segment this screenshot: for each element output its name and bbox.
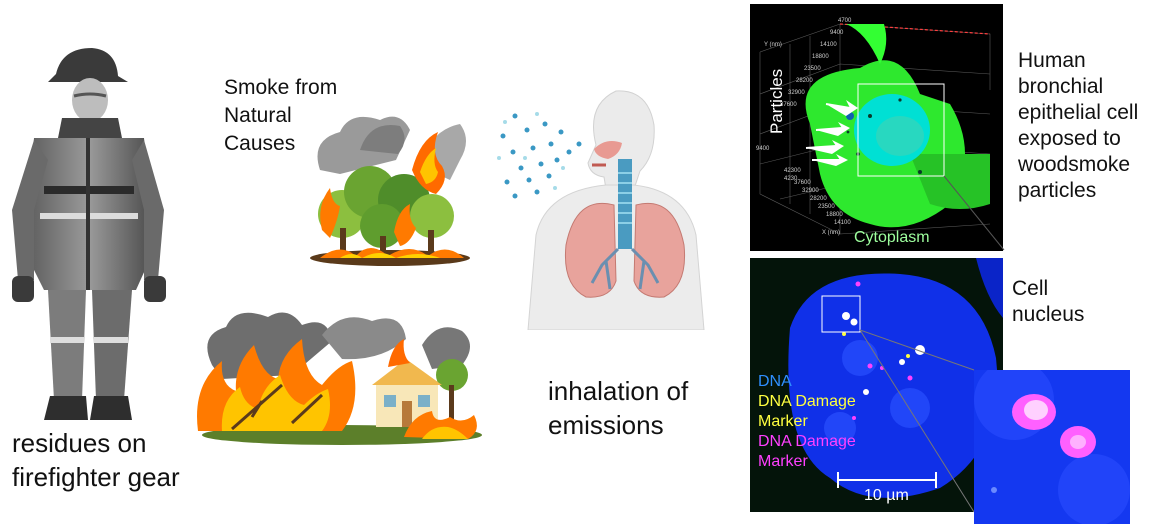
tick-y-2: 9400 <box>830 30 844 36</box>
nucleus-line-1: Cell <box>1012 277 1049 300</box>
tick-x-6: 18800 <box>826 212 843 218</box>
legend-damage-yellow-1: DNA Damage <box>758 393 856 410</box>
bronchial-line-3: epithelial cell <box>1018 101 1139 124</box>
zoom-connector-top <box>943 175 1005 251</box>
cell-nucleus-label: Cell nucleus <box>1012 276 1132 328</box>
tick-x-3: 32900 <box>802 188 819 194</box>
tick-x-2: 37600 <box>794 180 811 186</box>
inhalation-line-2: emissions <box>548 410 664 440</box>
natural-smoke-label: Smoke from Natural Causes <box>224 74 384 158</box>
gear-label-line-1: residues on <box>12 428 147 458</box>
tick-y-4: 18800 <box>812 54 829 60</box>
human-lungs-illustration <box>527 90 705 330</box>
particles-label: Particles <box>767 69 786 134</box>
firefighter-illustration <box>12 48 166 420</box>
cytoplasm-label: Cytoplasm <box>854 229 930 246</box>
legend-damage-magenta-2: Marker <box>758 453 808 470</box>
tick-y-7: 32900 <box>788 90 805 96</box>
axis-y-title: Y (nm) <box>764 42 782 48</box>
inhalation-line-1: inhalation of <box>548 376 689 406</box>
tick-y-8: 37600 <box>780 102 797 108</box>
tick-y-3: 14100 <box>820 42 837 48</box>
natural-label-line-3: Causes <box>224 132 296 155</box>
nucleus-line-2: nucleus <box>1012 303 1085 326</box>
bronchial-line-1: Human <box>1018 49 1086 72</box>
gear-label-line-2: firefighter gear <box>12 462 180 492</box>
nucleus-legend: DNA DNA Damage Marker DNA Damage Marker <box>758 372 918 472</box>
house-fire-illustration <box>197 312 482 445</box>
zoom-connector-bottom <box>859 329 975 513</box>
tick-y-1: 4700 <box>838 18 852 24</box>
forest-fire-illustration <box>310 116 470 266</box>
scale-bar-label: 10 µm <box>864 487 909 504</box>
legend-dna: DNA <box>758 373 792 390</box>
tick-x-4: 28200 <box>810 196 827 202</box>
legend-damage-magenta-1: DNA Damage <box>758 433 856 450</box>
legend-damage-yellow-2: Marker <box>758 413 808 430</box>
natural-label-line-2: Natural <box>224 104 292 127</box>
bronchial-line-4: exposed to <box>1018 127 1121 150</box>
tick-x-5: 23500 <box>818 204 835 210</box>
bronchial-line-5: woodsmoke <box>1018 153 1131 176</box>
nucleus-micrograph: 10 µm DNA DNA Damage Marker DNA Damage M… <box>750 258 1003 512</box>
bronchial-line-6: particles <box>1018 179 1097 202</box>
inhaled-particles-dots <box>497 112 582 199</box>
firefighter-gear-label: residues on firefighter gear <box>12 426 212 494</box>
tick-y-6: 28200 <box>796 78 813 84</box>
inhalation-label: inhalation of emissions <box>548 374 748 442</box>
tick-x-7: 14100 <box>834 220 851 226</box>
bronchial-line-2: bronchial <box>1018 75 1104 98</box>
tick-left: 9400 <box>756 146 770 152</box>
tick-x-1: 42300 <box>784 168 801 174</box>
nucleus-zoom-inset <box>974 370 1130 524</box>
bronchial-cell-label: Human bronchial epithelial cell exposed … <box>1018 48 1158 204</box>
cell-3d-micrograph: 4700 9400 14100 18800 23500 28200 32900 … <box>750 4 1003 251</box>
natural-label-line-1: Smoke from <box>224 76 338 99</box>
axis-x-title: X (nm) <box>822 230 840 236</box>
tick-y-5: 23500 <box>804 66 821 72</box>
tick-left-2: 4230 <box>784 176 798 182</box>
